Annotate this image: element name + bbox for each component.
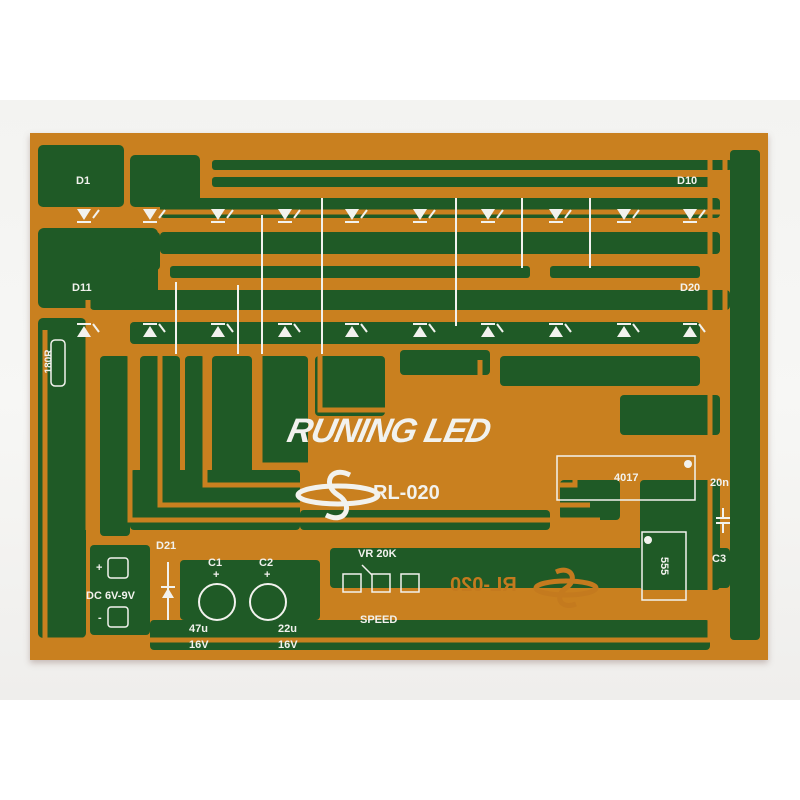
power-plus-label: + [96,562,103,574]
c1-voltage: 16V [189,639,209,651]
diode-d21-symbol [161,562,175,620]
led-row-top [77,209,706,223]
brand-logo-icon [295,470,381,520]
capacitor-c3-symbol [716,508,730,533]
power-pads [107,557,129,628]
power-label: DC 6V-9V [86,590,135,602]
c1-polarity: + [213,569,220,581]
resistor-label: 180R [43,349,55,374]
c1-value: 47u [189,623,208,635]
ic-4017-outline [556,455,696,501]
led-row-bottom [77,323,706,337]
jumper-wires [175,198,591,354]
c2-label: C2 [259,557,274,569]
speed-label: SPEED [360,614,398,626]
copper-traces [40,145,728,643]
board-title: RUNING LED [284,412,494,450]
led-label-d10: D10 [677,175,698,187]
led-label-d1: D1 [76,175,91,187]
c1-label: C1 [208,557,223,569]
c3-label: C3 [712,553,727,565]
ic-4017-label: 4017 [614,472,639,484]
brand-logo-mirrored-icon [533,567,599,608]
c2-voltage: 16V [278,639,298,651]
potentiometer-label: VR 20K [358,548,397,560]
c2-value: 22u [278,623,297,635]
led-label-d20: D20 [680,282,701,294]
c3-value: 20n [710,477,729,489]
power-minus-label: - [98,612,102,624]
c2-polarity: + [264,569,271,581]
potentiometer-outline [342,564,420,593]
resistor-outline [50,339,66,387]
ic-555-outline [641,531,687,601]
electrolytic-caps [198,583,287,621]
model-number: RL-020 [373,482,440,504]
model-number-mirrored: RL-020 [450,574,517,596]
led-label-d11: D11 [72,282,92,294]
ic-555-label: 555 [658,556,671,576]
diode-label: D21 [156,540,177,552]
substrate-regions [38,145,760,650]
